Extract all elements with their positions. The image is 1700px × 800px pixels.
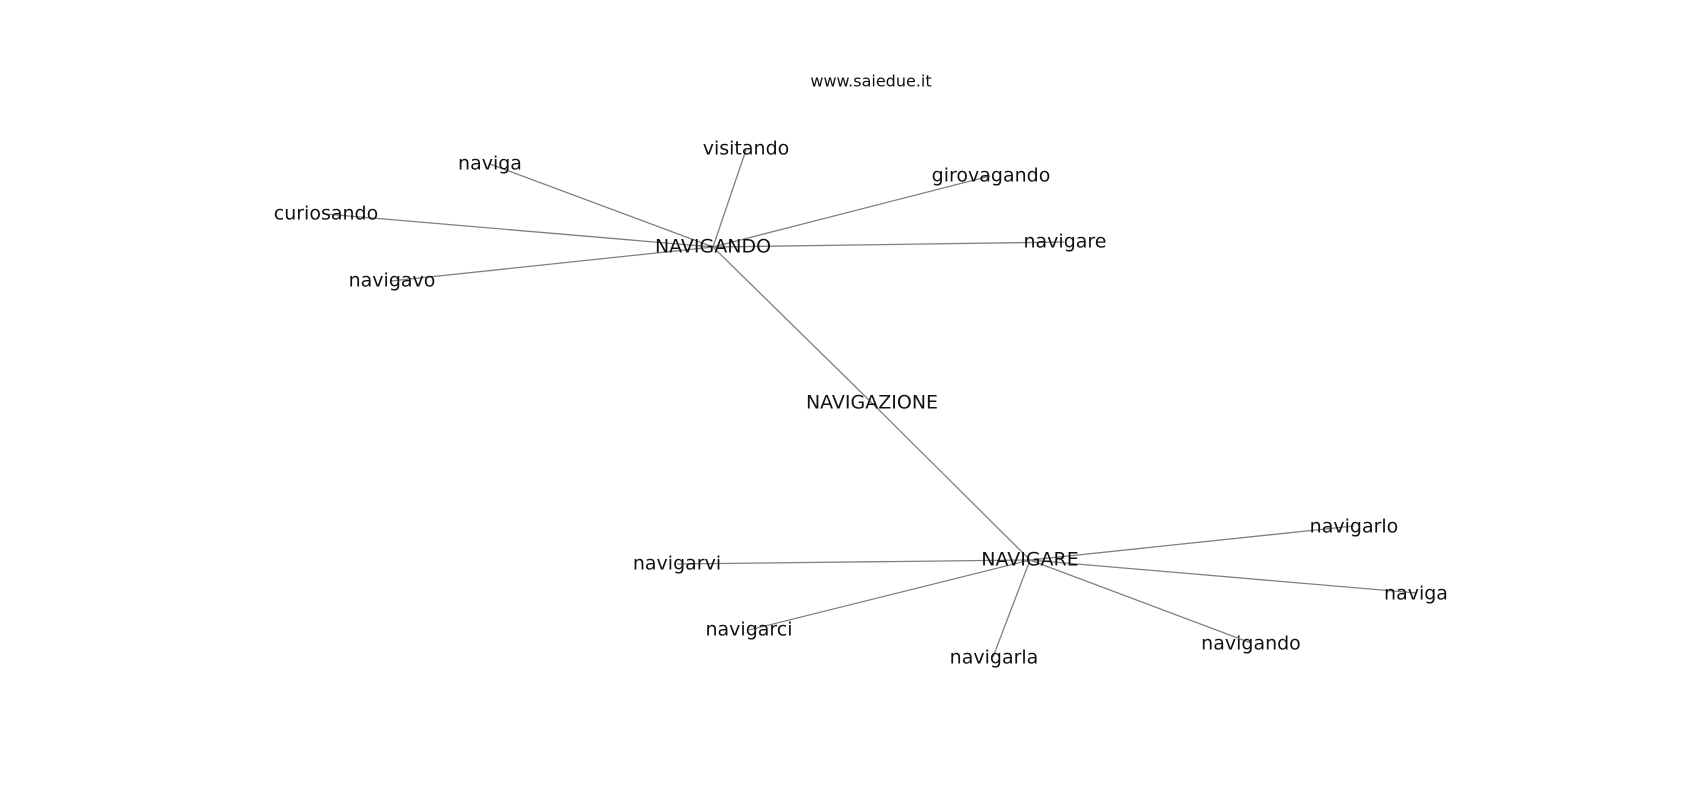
edge-hub-0-leaf-2 <box>712 175 991 248</box>
node-leaf-navigarci: navigarci <box>705 619 792 641</box>
edge-center-hub-1 <box>871 402 1031 561</box>
node-leaf-curiosando: curiosando <box>274 203 378 225</box>
node-leaf-navigarvi: navigarvi <box>633 553 721 575</box>
node-leaf-girovagando: girovagando <box>932 165 1051 187</box>
edge-hub-0-leaf-5 <box>390 246 714 282</box>
edge-hub-1-leaf-1 <box>676 559 1031 565</box>
node-leaf-navigarla: navigarla <box>950 647 1039 669</box>
edge-hub-1-leaf-5 <box>992 559 1031 658</box>
node-leaf-navigare: navigare <box>1024 231 1107 253</box>
node-leaf-navigando: navigando <box>1201 633 1301 655</box>
edge-hub-1-leaf-4 <box>1029 559 1252 644</box>
watermark-text: www.saiedue.it <box>810 72 931 91</box>
edge-hub-1-leaf-2 <box>1029 559 1418 594</box>
edge-hub-0-leaf-0 <box>489 163 714 248</box>
node-leaf-naviga: naviga <box>458 153 522 175</box>
edge-hub-1-leaf-0 <box>1029 525 1355 561</box>
edge-hub-0-leaf-4 <box>712 241 1065 248</box>
node-hub-navigare: NAVIGARE <box>981 549 1079 571</box>
node-leaf-navigarlo: navigarlo <box>1310 516 1399 538</box>
edges-layer <box>324 149 1418 658</box>
edge-center-hub-0 <box>712 246 873 404</box>
labels-layer: www.saiedue.it NAVIGAZIONE NAVIGANDO NAV… <box>274 72 1448 669</box>
node-leaf-visitando: visitando <box>703 138 790 160</box>
edge-hub-0-leaf-3 <box>324 213 714 248</box>
node-leaf-naviga-2: naviga <box>1384 583 1448 605</box>
node-hub-navigando: NAVIGANDO <box>655 236 771 258</box>
edge-hub-1-leaf-3 <box>748 559 1031 631</box>
edge-hub-0-leaf-1 <box>712 149 747 248</box>
node-center: NAVIGAZIONE <box>806 392 938 414</box>
node-leaf-navigavo: navigavo <box>349 270 436 292</box>
